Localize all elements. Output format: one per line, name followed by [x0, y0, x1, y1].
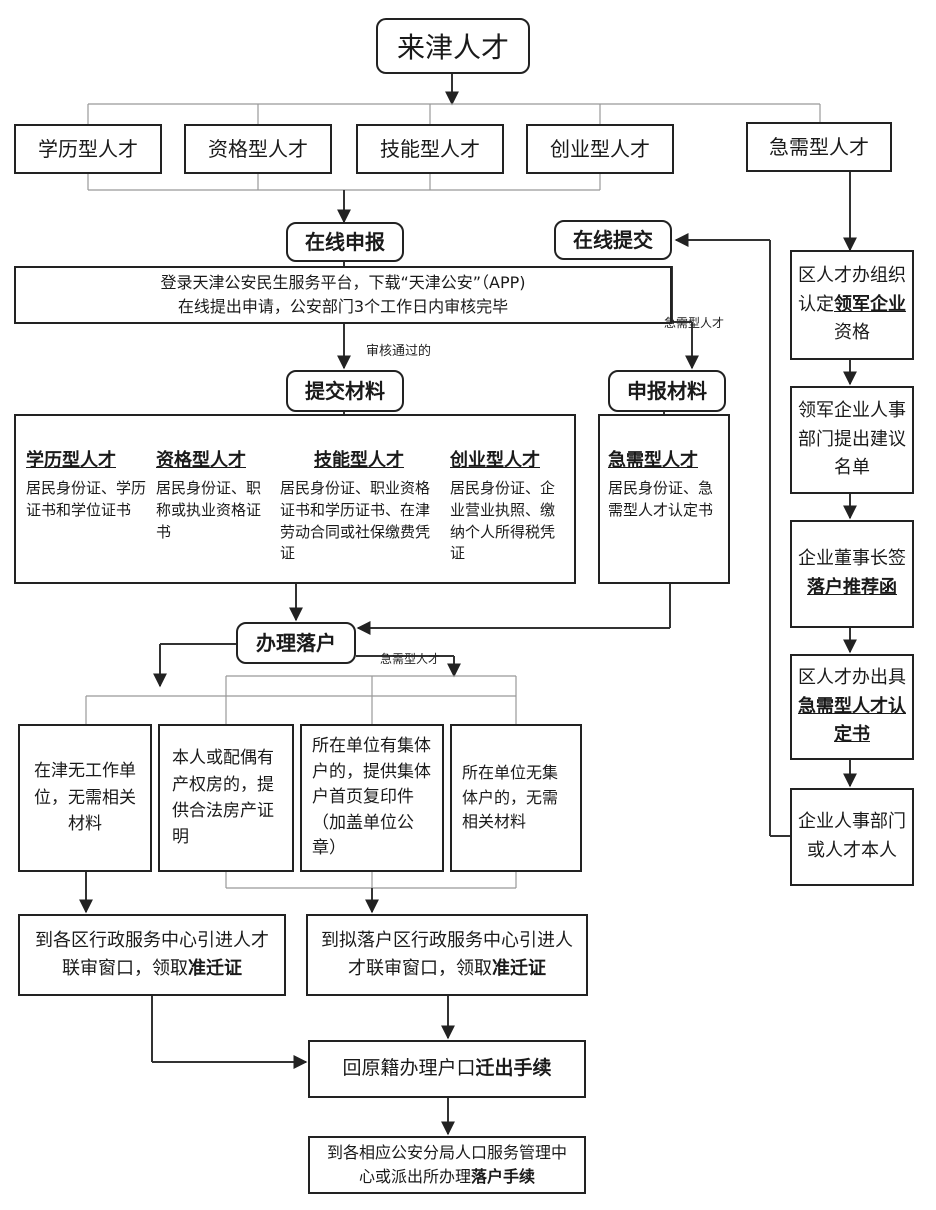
category-qualification: 资格型人才 — [184, 124, 332, 174]
submit-materials-box: 提交材料 — [286, 370, 404, 412]
chain-step-4-pre: 区人才办出具 — [798, 666, 906, 688]
approved-label: 审核通过的 — [366, 344, 432, 359]
material-qualification-text: 居民身份证、职称或执业资格证书 — [156, 479, 262, 541]
submit-materials-text: 提交材料 — [305, 378, 385, 403]
material-startup-head: 创业型人才 — [450, 450, 540, 471]
material-academic-text: 居民身份证、学历证书和学位证书 — [26, 479, 147, 519]
login-line-2: 在线提出申请，公安部门3个工作日内审核完毕 — [177, 297, 509, 316]
center-left-pre: 到各区行政服务中心引进人才联审窗口，领取 — [35, 930, 269, 979]
online-submit-box: 在线提交 — [554, 220, 672, 260]
declare-materials-box: 申报材料 — [608, 370, 726, 412]
final-step-text: 到各相应公安分局人口服务管理中心或派出所办理落户手续 — [320, 1141, 574, 1189]
urgent-material: 急需型人才 居民身份证、急需型人才认定书 — [608, 446, 724, 522]
chain-step-4-text: 区人才办出具急需型人才认定书 — [792, 664, 912, 750]
urgent-material-head: 急需型人才 — [608, 450, 698, 471]
material-academic: 学历型人才 居民身份证、学历证书和学位证书 — [26, 446, 146, 522]
option-1-text: 在津无工作单位，无需相关材料 — [34, 761, 136, 835]
chain-step-1: 区人才办组织认定领军企业资格 — [790, 250, 914, 360]
material-skill-head: 技能型人才 — [314, 450, 404, 471]
login-line-1: 登录天津公安民生服务平台，下载“天津公安”（APP) — [160, 273, 526, 292]
chain-step-3-em: 落户推荐函 — [807, 577, 897, 598]
category-skill: 技能型人才 — [356, 124, 504, 174]
material-academic-head: 学历型人才 — [26, 450, 116, 471]
return-step-em: 迁出手续 — [475, 1057, 552, 1080]
chain-step-4-em: 急需型人才认定书 — [798, 695, 906, 746]
online-apply-text: 在线申报 — [305, 229, 385, 254]
chain-step-1-text: 区人才办组织认定领军企业资格 — [792, 262, 912, 348]
center-right-pre: 到拟落户区行政服务中心引进人才联审窗口，领取 — [321, 930, 573, 979]
material-startup-text: 居民身份证、企业营业执照、缴纳个人所得税凭证 — [450, 479, 556, 563]
chain-step-4: 区人才办出具急需型人才认定书 — [790, 654, 914, 760]
online-submit-text: 在线提交 — [573, 227, 653, 252]
urgent-material-text: 居民身份证、急需型人才认定书 — [608, 479, 714, 519]
urgent-branch-label: 急需型人才 — [664, 316, 725, 330]
center-right-box: 到拟落户区行政服务中心引进人才联审窗口，领取准迁证 — [306, 914, 588, 996]
option-4-text: 所在单位无集体户的，无需相关材料 — [462, 762, 559, 832]
final-step-em: 落户手续 — [471, 1167, 536, 1186]
option-no-collective-household: 所在单位无集体户的，无需相关材料 — [450, 724, 582, 872]
chain-step-2: 领军企业人事部门提出建议名单 — [790, 386, 914, 494]
return-step-box: 回原籍办理户口迁出手续 — [308, 1040, 586, 1098]
return-step-text: 回原籍办理户口迁出手续 — [342, 1057, 551, 1081]
declare-materials-text: 申报材料 — [627, 378, 707, 403]
chain-step-5: 企业人事部门或人才本人 — [790, 788, 914, 886]
category-startup: 创业型人才 — [526, 124, 674, 174]
center-right-text: 到拟落户区行政服务中心引进人才联审窗口，领取准迁证 — [320, 927, 574, 983]
center-left-em: 准迁证 — [188, 958, 242, 979]
option-no-work-unit: 在津无工作单位，无需相关材料 — [18, 724, 152, 872]
return-step-pre: 回原籍办理户口 — [342, 1057, 476, 1080]
materials-box: 学历型人才 居民身份证、学历证书和学位证书 资格型人才 居民身份证、职称或执业资… — [14, 414, 576, 584]
material-skill-text: 居民身份证、职业资格证书和学历证书、在津劳动合同或社保缴费凭证 — [280, 479, 431, 563]
settle-urgent-label: 急需型人才 — [380, 652, 441, 666]
category-academic: 学历型人才 — [14, 124, 162, 174]
urgent-materials-box: 急需型人才 居民身份证、急需型人才认定书 — [598, 414, 730, 584]
material-qualification: 资格型人才 居民身份证、职称或执业资格证书 — [156, 446, 274, 543]
chain-step-1-em: 领军企业 — [834, 293, 906, 315]
title-text: 来津人才 — [396, 31, 509, 64]
center-left-text: 到各区行政服务中心引进人才联审窗口，领取准迁证 — [32, 927, 272, 983]
material-qualification-head: 资格型人才 — [156, 450, 246, 471]
settle-text: 办理落户 — [256, 630, 336, 655]
material-skill: 技能型人才 居民身份证、职业资格证书和学历证书、在津劳动合同或社保缴费凭证 — [280, 446, 438, 565]
option-3-text: 所在单位有集体户的，提供集体户首页复印件（加盖单位公章） — [312, 736, 431, 859]
online-apply-box: 在线申报 — [286, 222, 404, 262]
title-box: 来津人才 — [376, 18, 530, 74]
login-instructions-box: 登录天津公安民生服务平台，下载“天津公安”（APP) 在线提出申请，公安部门3个… — [14, 266, 672, 324]
category-urgent: 急需型人才 — [746, 122, 892, 172]
center-right-em: 准迁证 — [492, 958, 546, 979]
chain-step-2-text: 领军企业人事部门提出建议名单 — [798, 399, 906, 479]
chain-step-1-pre: 区人才办组织认定 — [798, 264, 906, 315]
center-left-box: 到各区行政服务中心引进人才联审窗口，领取准迁证 — [18, 914, 286, 996]
final-step-box: 到各相应公安分局人口服务管理中心或派出所办理落户手续 — [308, 1136, 586, 1194]
option-2-text: 本人或配偶有产权房的，提供合法房产证明 — [172, 748, 274, 848]
chain-step-5-text: 企业人事部门或人才本人 — [798, 811, 906, 861]
final-step-pre: 到各相应公安分局人口服务管理中心或派出所办理 — [326, 1143, 567, 1186]
material-startup: 创业型人才 居民身份证、企业营业执照、缴纳个人所得税凭证 — [450, 446, 568, 565]
settle-box: 办理落户 — [236, 622, 356, 664]
chain-step-3-pre: 企业董事长签 — [798, 548, 906, 570]
option-collective-household: 所在单位有集体户的，提供集体户首页复印件（加盖单位公章） — [300, 724, 444, 872]
chain-step-3: 企业董事长签落户推荐函 — [790, 520, 914, 628]
option-own-property: 本人或配偶有产权房的，提供合法房产证明 — [158, 724, 294, 872]
chain-step-1-post: 资格 — [834, 322, 870, 344]
chain-step-3-text: 企业董事长签落户推荐函 — [792, 545, 912, 603]
